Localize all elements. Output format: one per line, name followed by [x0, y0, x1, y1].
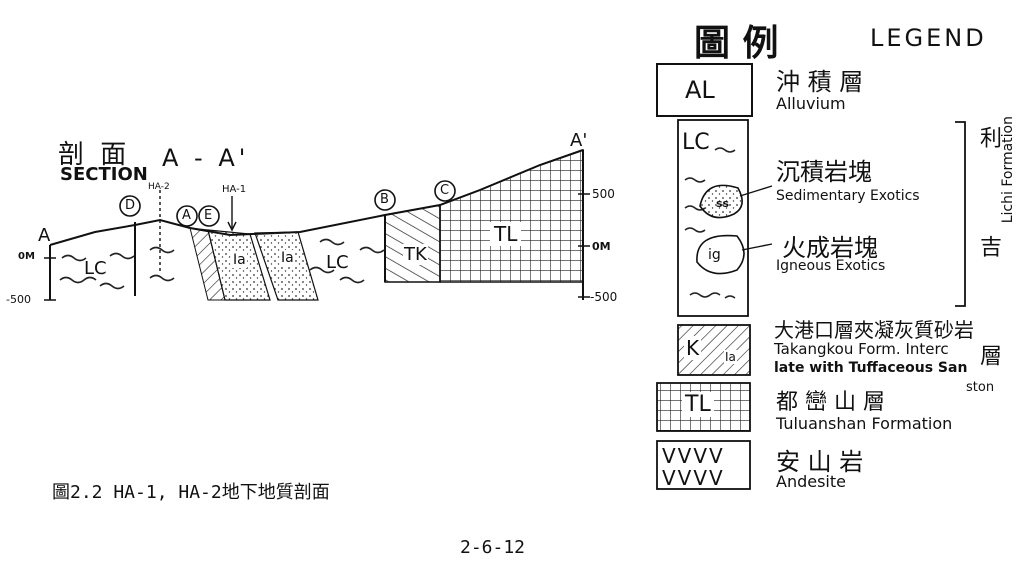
lichi-bracket: [955, 121, 966, 307]
legend-sed-cn: 沉積岩塊: [776, 158, 872, 186]
figure-caption: 圖2.2 HA-1, HA-2地下地質剖面: [52, 482, 330, 503]
legend-al-cn: 沖 積 層: [776, 68, 864, 96]
unit-ia-label-1: Ia: [232, 252, 247, 268]
lichi-side-label-cn: 利 吉 層: [976, 126, 1001, 406]
section-title-ref: A - A': [162, 144, 250, 172]
legend-ss-inner: ss: [716, 197, 730, 210]
legend-andesite-box: [656, 440, 751, 490]
unit-ia-fill-2: [254, 231, 319, 301]
section-title-en: SECTION: [60, 164, 148, 185]
circle-label-b: B: [380, 192, 389, 207]
legend-and-cn: 安 山 岩: [776, 448, 864, 476]
legend-ig-blob: [696, 234, 745, 275]
legend-tl-cn: 都 巒 山 層: [776, 390, 885, 415]
scale-left-minus: -500: [6, 293, 31, 306]
legend-and-code-2: VVVV: [662, 466, 725, 490]
legend-and-en: Andesite: [776, 472, 846, 491]
legend-title-en: LEGEND: [870, 24, 987, 52]
legend-ign-cn: 火成岩塊: [782, 234, 878, 262]
scale-right-zero: 0M: [592, 240, 611, 253]
label-a: A: [38, 225, 51, 246]
unit-ia-label-2: Ia: [280, 250, 295, 266]
scale-left-zero: 0M: [18, 251, 35, 262]
legend-sed-en: Sedimentary Exotics: [776, 188, 920, 204]
legend-tl-code: TL: [682, 392, 714, 417]
scale-right-minus: -500: [590, 290, 618, 304]
circle-label-d: D: [125, 198, 136, 213]
legend-ss-blob: [699, 184, 743, 219]
circle-markers: [119, 180, 456, 227]
legend-k-en-2: late with Tuffaceous San: [774, 360, 968, 376]
borehole-ha1-label: HA-1: [222, 184, 247, 195]
legend-al-code: AL: [685, 76, 715, 104]
borehole-ha2-label: HA-2: [148, 182, 170, 192]
legend-lc-box: [677, 119, 749, 317]
legend-and-code-1: VVVV: [662, 444, 725, 468]
fault-zone-fill: [189, 227, 226, 301]
legend-k-ia: Ia: [724, 350, 737, 364]
circle-label-e: E: [204, 208, 213, 223]
label-a-prime: A': [570, 130, 588, 151]
legend-k-cn: 大港口層夾凝灰質砂岩: [774, 318, 974, 342]
legend-tl-en: Tuluanshan Formation: [776, 414, 953, 433]
scale-right-plus: 500: [592, 187, 615, 201]
unit-tl-fill: [439, 148, 584, 283]
lichi-side-label-en: Lichi Formation: [1000, 116, 1016, 224]
unit-lc-label-1: LC: [84, 258, 107, 279]
unit-lc-label-2: LC: [326, 252, 349, 273]
legend-ig-inner: ig: [708, 247, 721, 263]
unit-tk-label: TK: [403, 244, 428, 265]
legend-title-cn: 圖 例: [694, 22, 779, 64]
page-number: 2-6-12: [460, 537, 526, 558]
legend-lc-waves: [684, 147, 736, 299]
legend-lc-code: LC: [682, 130, 710, 155]
legend-ign-en: Igneous Exotics: [776, 258, 886, 274]
section-title-cn: 剖 面: [58, 140, 131, 170]
legend-pointer-lines: [739, 185, 773, 251]
scale-ticks: [44, 193, 590, 301]
legend-k-en-3: ston: [966, 380, 995, 395]
unit-tl-label: TL: [490, 222, 522, 246]
legend-al-en: Alluvium: [776, 94, 846, 113]
lc-wave-marks: [59, 238, 385, 290]
legend-k-en-1: Takangkou Form. Interc: [774, 340, 949, 358]
legend-al-box: [656, 63, 753, 117]
legend-k-box: [677, 324, 751, 376]
borehole-lines: [159, 190, 237, 272]
circle-label-c: C: [440, 183, 450, 198]
legend-k-code: K: [684, 336, 702, 360]
circle-label-a: A: [182, 208, 191, 223]
